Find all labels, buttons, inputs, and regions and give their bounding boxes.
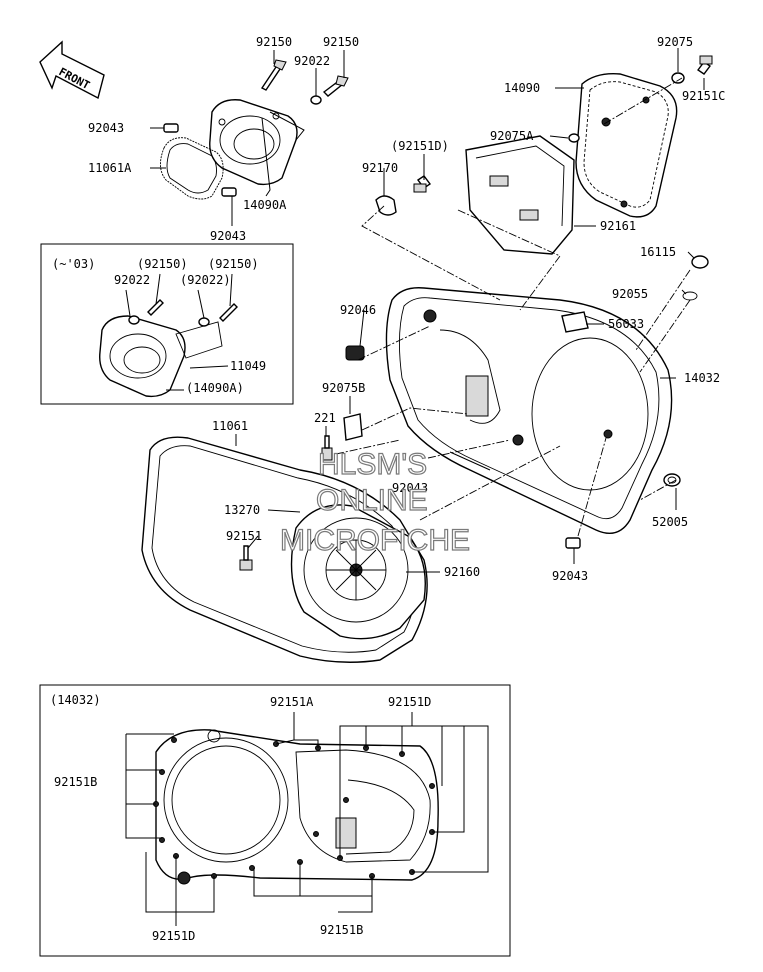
label-52005: 52005 <box>652 515 688 529</box>
label-14032: 14032 <box>684 371 720 385</box>
inset-label-11049: 11049 <box>230 359 266 373</box>
label-92160: 92160 <box>444 565 480 579</box>
inset-cover-bolts <box>39 684 511 957</box>
label-13270: 13270 <box>224 503 260 517</box>
inset-label-92151b-bottom: 92151B <box>320 923 363 937</box>
label-92161: 92161 <box>600 219 636 233</box>
dowel-92043-lower <box>565 537 581 549</box>
bolts-92150 <box>260 59 349 97</box>
cover-13270 <box>290 504 426 640</box>
leader-lines <box>150 48 705 573</box>
label-92151d-top: (92151D) <box>391 139 449 153</box>
grommet-92075b <box>343 413 363 441</box>
label-92043-b: 92043 <box>210 229 246 243</box>
label-92170: 92170 <box>362 161 398 175</box>
watermark-line1: HLSM'S <box>318 448 427 481</box>
watermark: HLSM'S ONLINE MICROFICHE <box>279 447 470 557</box>
inset-early-labels: (~'03) (92150) (92150) 92022 (92022) 110… <box>52 257 266 395</box>
inset-leader-lines <box>125 712 489 926</box>
label-92055: 92055 <box>612 287 648 301</box>
label-92075: 92075 <box>657 35 693 49</box>
label-92150-a: 92150 <box>256 35 292 49</box>
inset-cover-title: (14032) <box>50 693 101 707</box>
label-92043-d: 92043 <box>552 569 588 583</box>
label-11061a: 11061A <box>88 161 132 175</box>
inset-early-title: (~'03) <box>52 257 95 271</box>
inset-label-92151d-top: 92151D <box>388 695 431 709</box>
label-11061: 11061 <box>212 419 248 433</box>
watermark-line2: ONLINE <box>316 484 428 517</box>
washer-92022 <box>310 95 322 105</box>
seal-52005 <box>663 473 681 487</box>
watermark-line3: MICROFICHE <box>280 524 470 557</box>
label-92043-a: 92043 <box>88 121 124 135</box>
label-14090: 14090 <box>504 81 540 95</box>
cap-16115 <box>691 255 709 269</box>
inset-cover-labels: (14032) 92151A 92151D 92151B 92151D 9215… <box>50 693 431 943</box>
outer-cover-14090a <box>209 99 298 186</box>
label-92075b: 92075B <box>322 381 365 395</box>
part-labels: 92150 92150 92022 92043 11061A 14090A 92… <box>88 35 725 583</box>
bolt-92151 <box>239 545 253 571</box>
label-92151: 92151 <box>226 529 262 543</box>
label-92151c: 92151C <box>682 89 725 103</box>
bolt-92151d-top <box>413 175 432 193</box>
front-arrow: FRONT <box>39 40 105 100</box>
cover-14090 <box>575 73 678 218</box>
clamp-92170 <box>375 195 397 216</box>
label-221: 221 <box>314 411 336 425</box>
label-92150-b: 92150 <box>323 35 359 49</box>
bolt-221 <box>321 435 333 461</box>
assembly-lines <box>335 77 691 537</box>
inset-label-14090a: (14090A) <box>186 381 244 395</box>
inset-label-92022-b: (92022) <box>180 273 231 287</box>
crankcase-cover-14032 <box>385 287 673 534</box>
gasket-11061a <box>160 137 224 200</box>
label-92046: 92046 <box>340 303 376 317</box>
label-56033: 56033 <box>608 317 644 331</box>
plate-92161 <box>465 135 575 255</box>
label-16115: 16115 <box>640 245 676 259</box>
inset-label-92151d-bottom: 92151D <box>152 929 195 943</box>
bolt-92151c <box>696 55 713 75</box>
label-92075a: 92075A <box>490 129 534 143</box>
inset-label-92151a: 92151A <box>270 695 314 709</box>
inset-label-92151b-left: 92151B <box>54 775 97 789</box>
inset-label-92022-a: 92022 <box>114 273 150 287</box>
label-92043-c: 92043 <box>392 481 428 495</box>
label-92022: 92022 <box>294 54 330 68</box>
inset-label-92150-b: (92150) <box>208 257 259 271</box>
plate-56033 <box>561 311 589 333</box>
plug-92046 <box>345 345 365 361</box>
label-14090a: 14090A <box>243 198 287 212</box>
grommets-92075 <box>568 72 685 143</box>
inset-label-92150-a: (92150) <box>137 257 188 271</box>
